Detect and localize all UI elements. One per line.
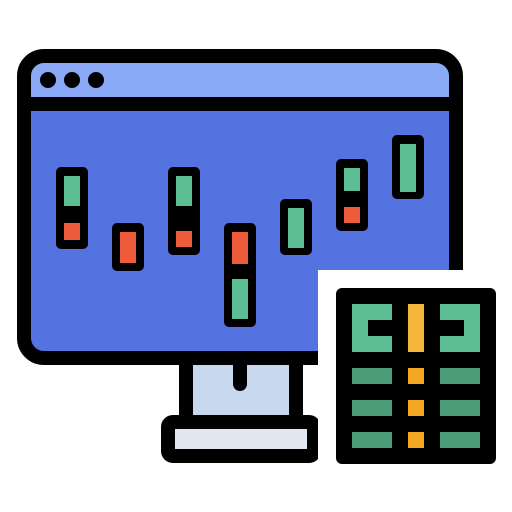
monitor-base (161, 415, 321, 463)
candle (280, 199, 312, 255)
calculator (318, 270, 512, 480)
monitor-window (17, 49, 463, 365)
candle (168, 167, 200, 255)
window-dot-icon (88, 72, 104, 88)
candle (224, 223, 256, 327)
candle (336, 159, 368, 231)
candle (392, 135, 424, 199)
calculator-display (352, 304, 480, 352)
window-dot-icon (40, 72, 56, 88)
candlestick-chart (56, 135, 424, 327)
window-dot-icon (64, 72, 80, 88)
calculator-keys (352, 368, 480, 448)
candle (56, 167, 88, 249)
candle (112, 223, 144, 271)
